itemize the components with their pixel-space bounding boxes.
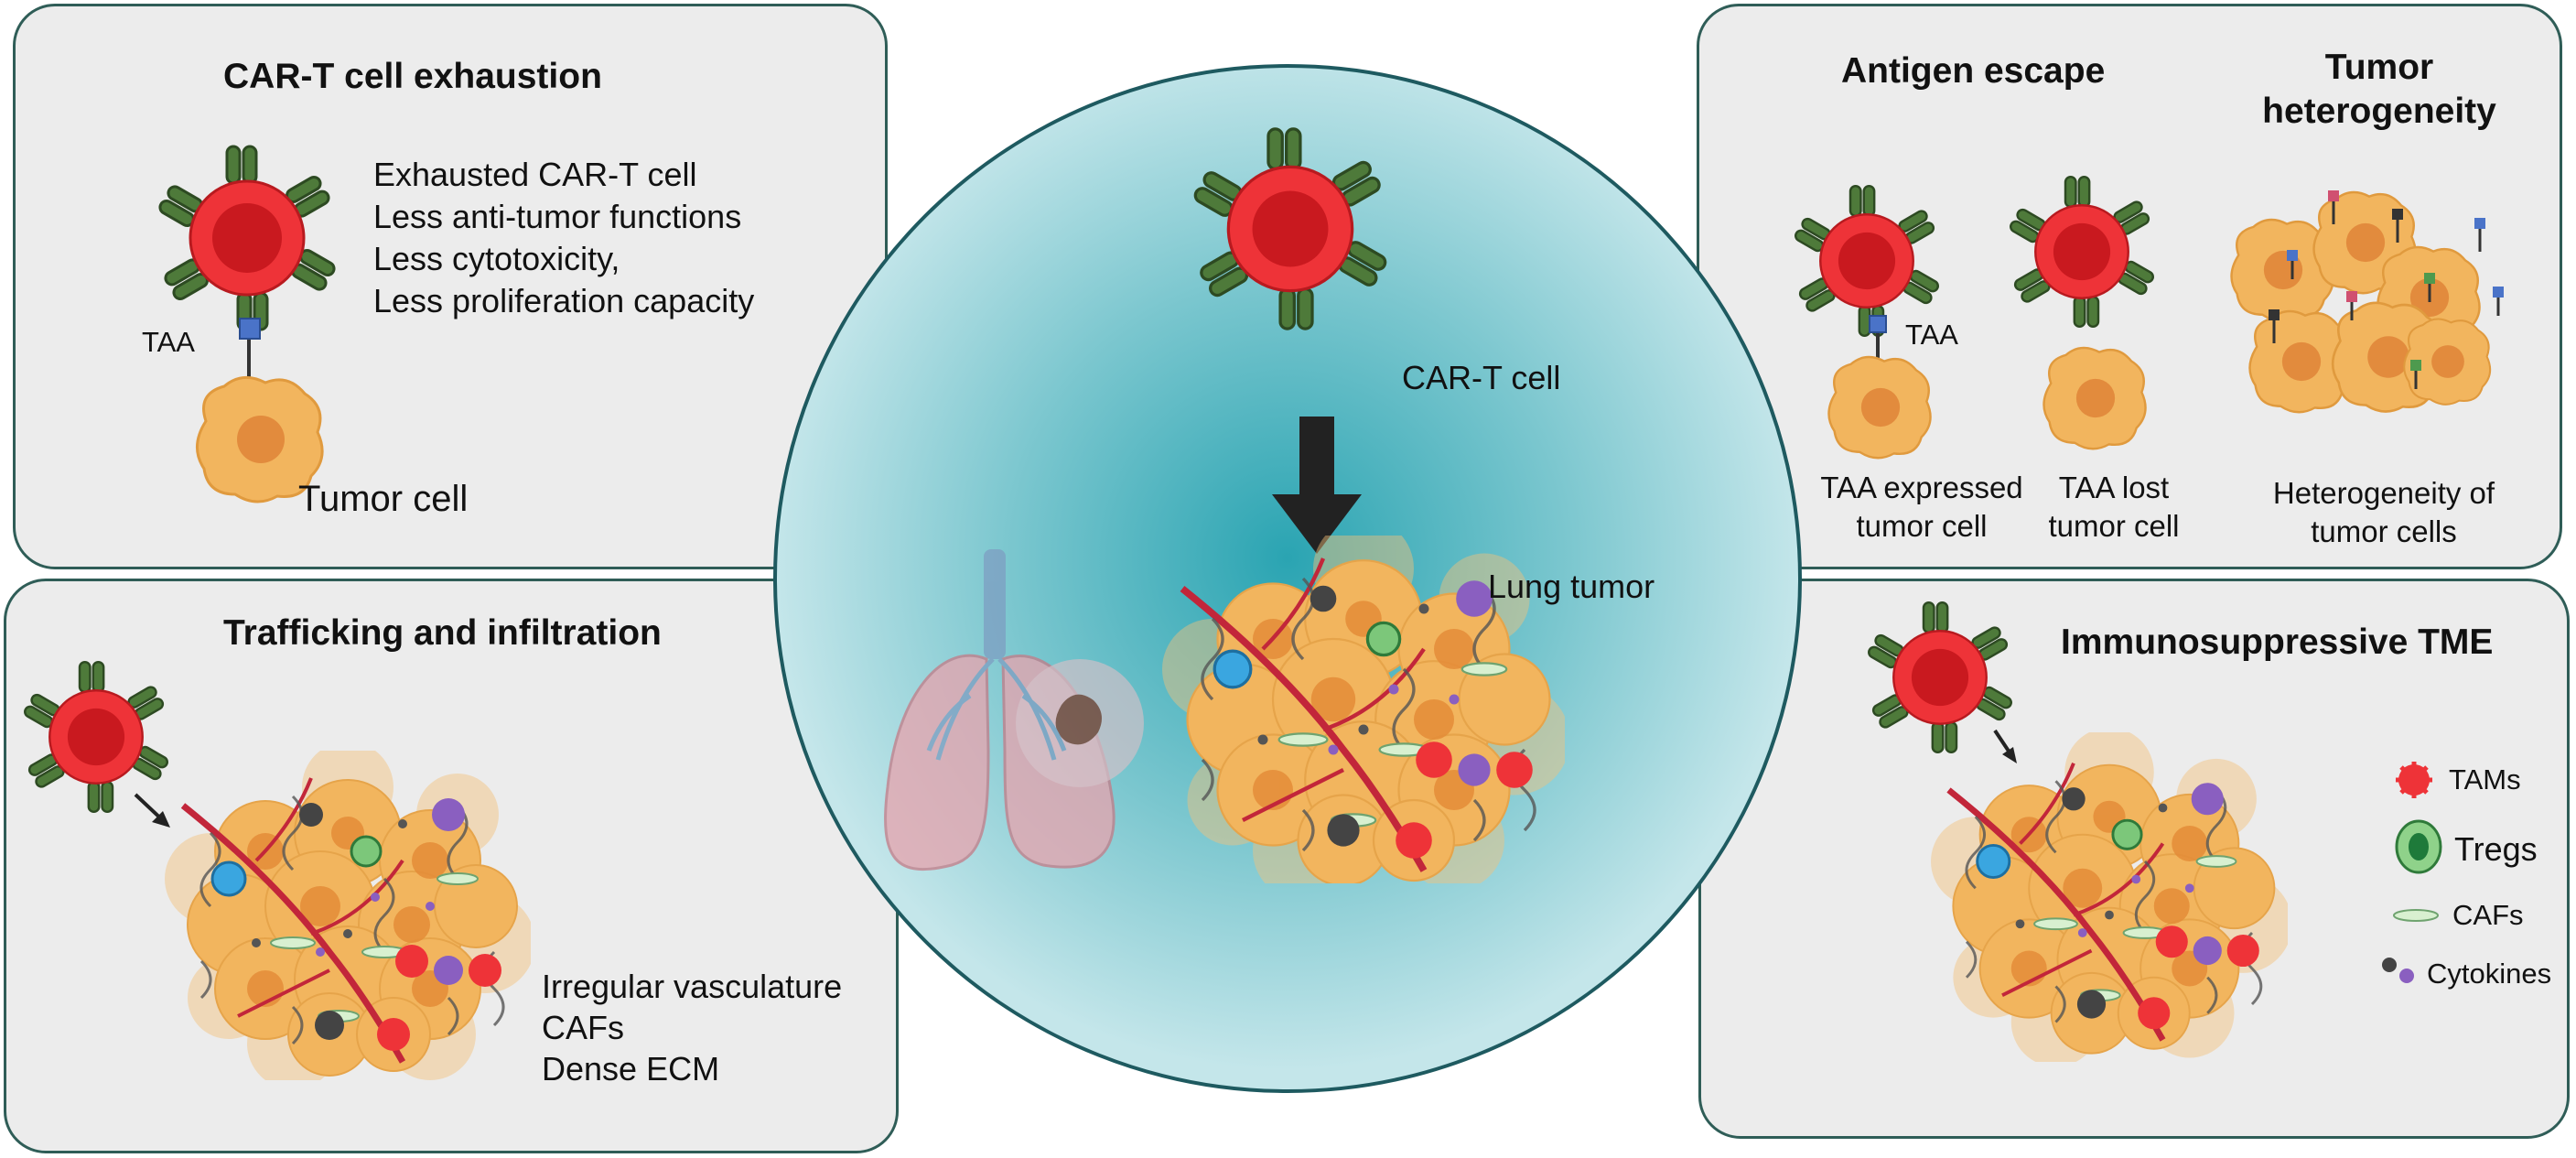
heterogeneity-title-1: Tumor <box>2324 48 2434 87</box>
panel-car-t-exhaustion <box>13 4 888 569</box>
trafficking-tumor-mass <box>165 741 535 1089</box>
legend-tams-label: TAMs <box>2449 763 2521 795</box>
taa-marker <box>239 318 261 340</box>
taa-label: TAA <box>142 326 195 358</box>
immunosuppressive-title: Immunosuppressive TME <box>2061 622 2494 662</box>
antigen-escape-title: Antigen escape <box>1841 51 2106 91</box>
taa-lost-label-2: tumor cell <box>2048 509 2180 543</box>
exhaustion-line-3: Less cytotoxicity, <box>373 240 620 277</box>
exhausted-car-t-cell <box>156 145 339 331</box>
legend-tregs-icon <box>2395 819 2442 874</box>
heterogeneity-title-2: heterogeneity <box>2262 92 2496 131</box>
exhaustion-line-4: Less proliferation capacity <box>373 282 755 319</box>
down-arrow <box>1272 494 1362 554</box>
taa-expressed-label-2: tumor cell <box>1856 509 1988 543</box>
center-car-t-label: CAR-T cell <box>1402 359 1561 396</box>
trafficking-line-3: Dense ECM <box>542 1050 720 1088</box>
legend-cafs-label: CAFs <box>2452 899 2524 931</box>
legend-cytokines-label: Cytokines <box>2427 958 2552 990</box>
tumor-cell-label: Tumor cell <box>298 479 469 519</box>
trafficking-car-t-cell <box>21 660 171 814</box>
taa-lost-label-1: TAA lost <box>2058 471 2170 504</box>
lung-tumor-label: Lung tumor <box>1488 568 1655 605</box>
legend-cafs-icon <box>2393 909 2439 922</box>
trafficking-line-2: CAFs <box>542 1009 624 1046</box>
exhaustion-line-1: Exhausted CAR-T cell <box>373 156 697 193</box>
legend-cytokines-icon <box>2382 958 2414 983</box>
heterogeneity-label-2: tumor cells <box>2311 514 2457 548</box>
antigen-car-t-cell-1 <box>1792 184 1942 338</box>
antigen-car-t-cell-2 <box>2007 175 2157 329</box>
exhaustion-line-2: Less anti-tumor functions <box>373 198 742 235</box>
antigen-taa-label: TAA <box>1905 319 1958 351</box>
legend-tregs-label: Tregs <box>2454 830 2538 868</box>
immuno-tumor-mass <box>1931 728 2292 1067</box>
trafficking-title: Trafficking and infiltration <box>223 613 662 653</box>
taa-lost-tumor-cell <box>2042 346 2147 450</box>
legend-tams-icon <box>2396 762 2432 798</box>
taa-expressed-label-1: TAA expressed <box>1820 471 2023 504</box>
heterogeneous-tumor-cluster <box>2230 190 2504 414</box>
taa-expressed-tumor-cell <box>1827 355 1932 460</box>
immuno-car-t-cell <box>1865 601 2015 754</box>
lungs-icon <box>884 549 1144 871</box>
car-t-exhaustion-title: CAR-T cell exhaustion <box>223 57 602 96</box>
heterogeneity-label-1: Heterogeneity of <box>2272 476 2495 510</box>
trafficking-line-1: Irregular vasculature <box>542 968 843 1005</box>
